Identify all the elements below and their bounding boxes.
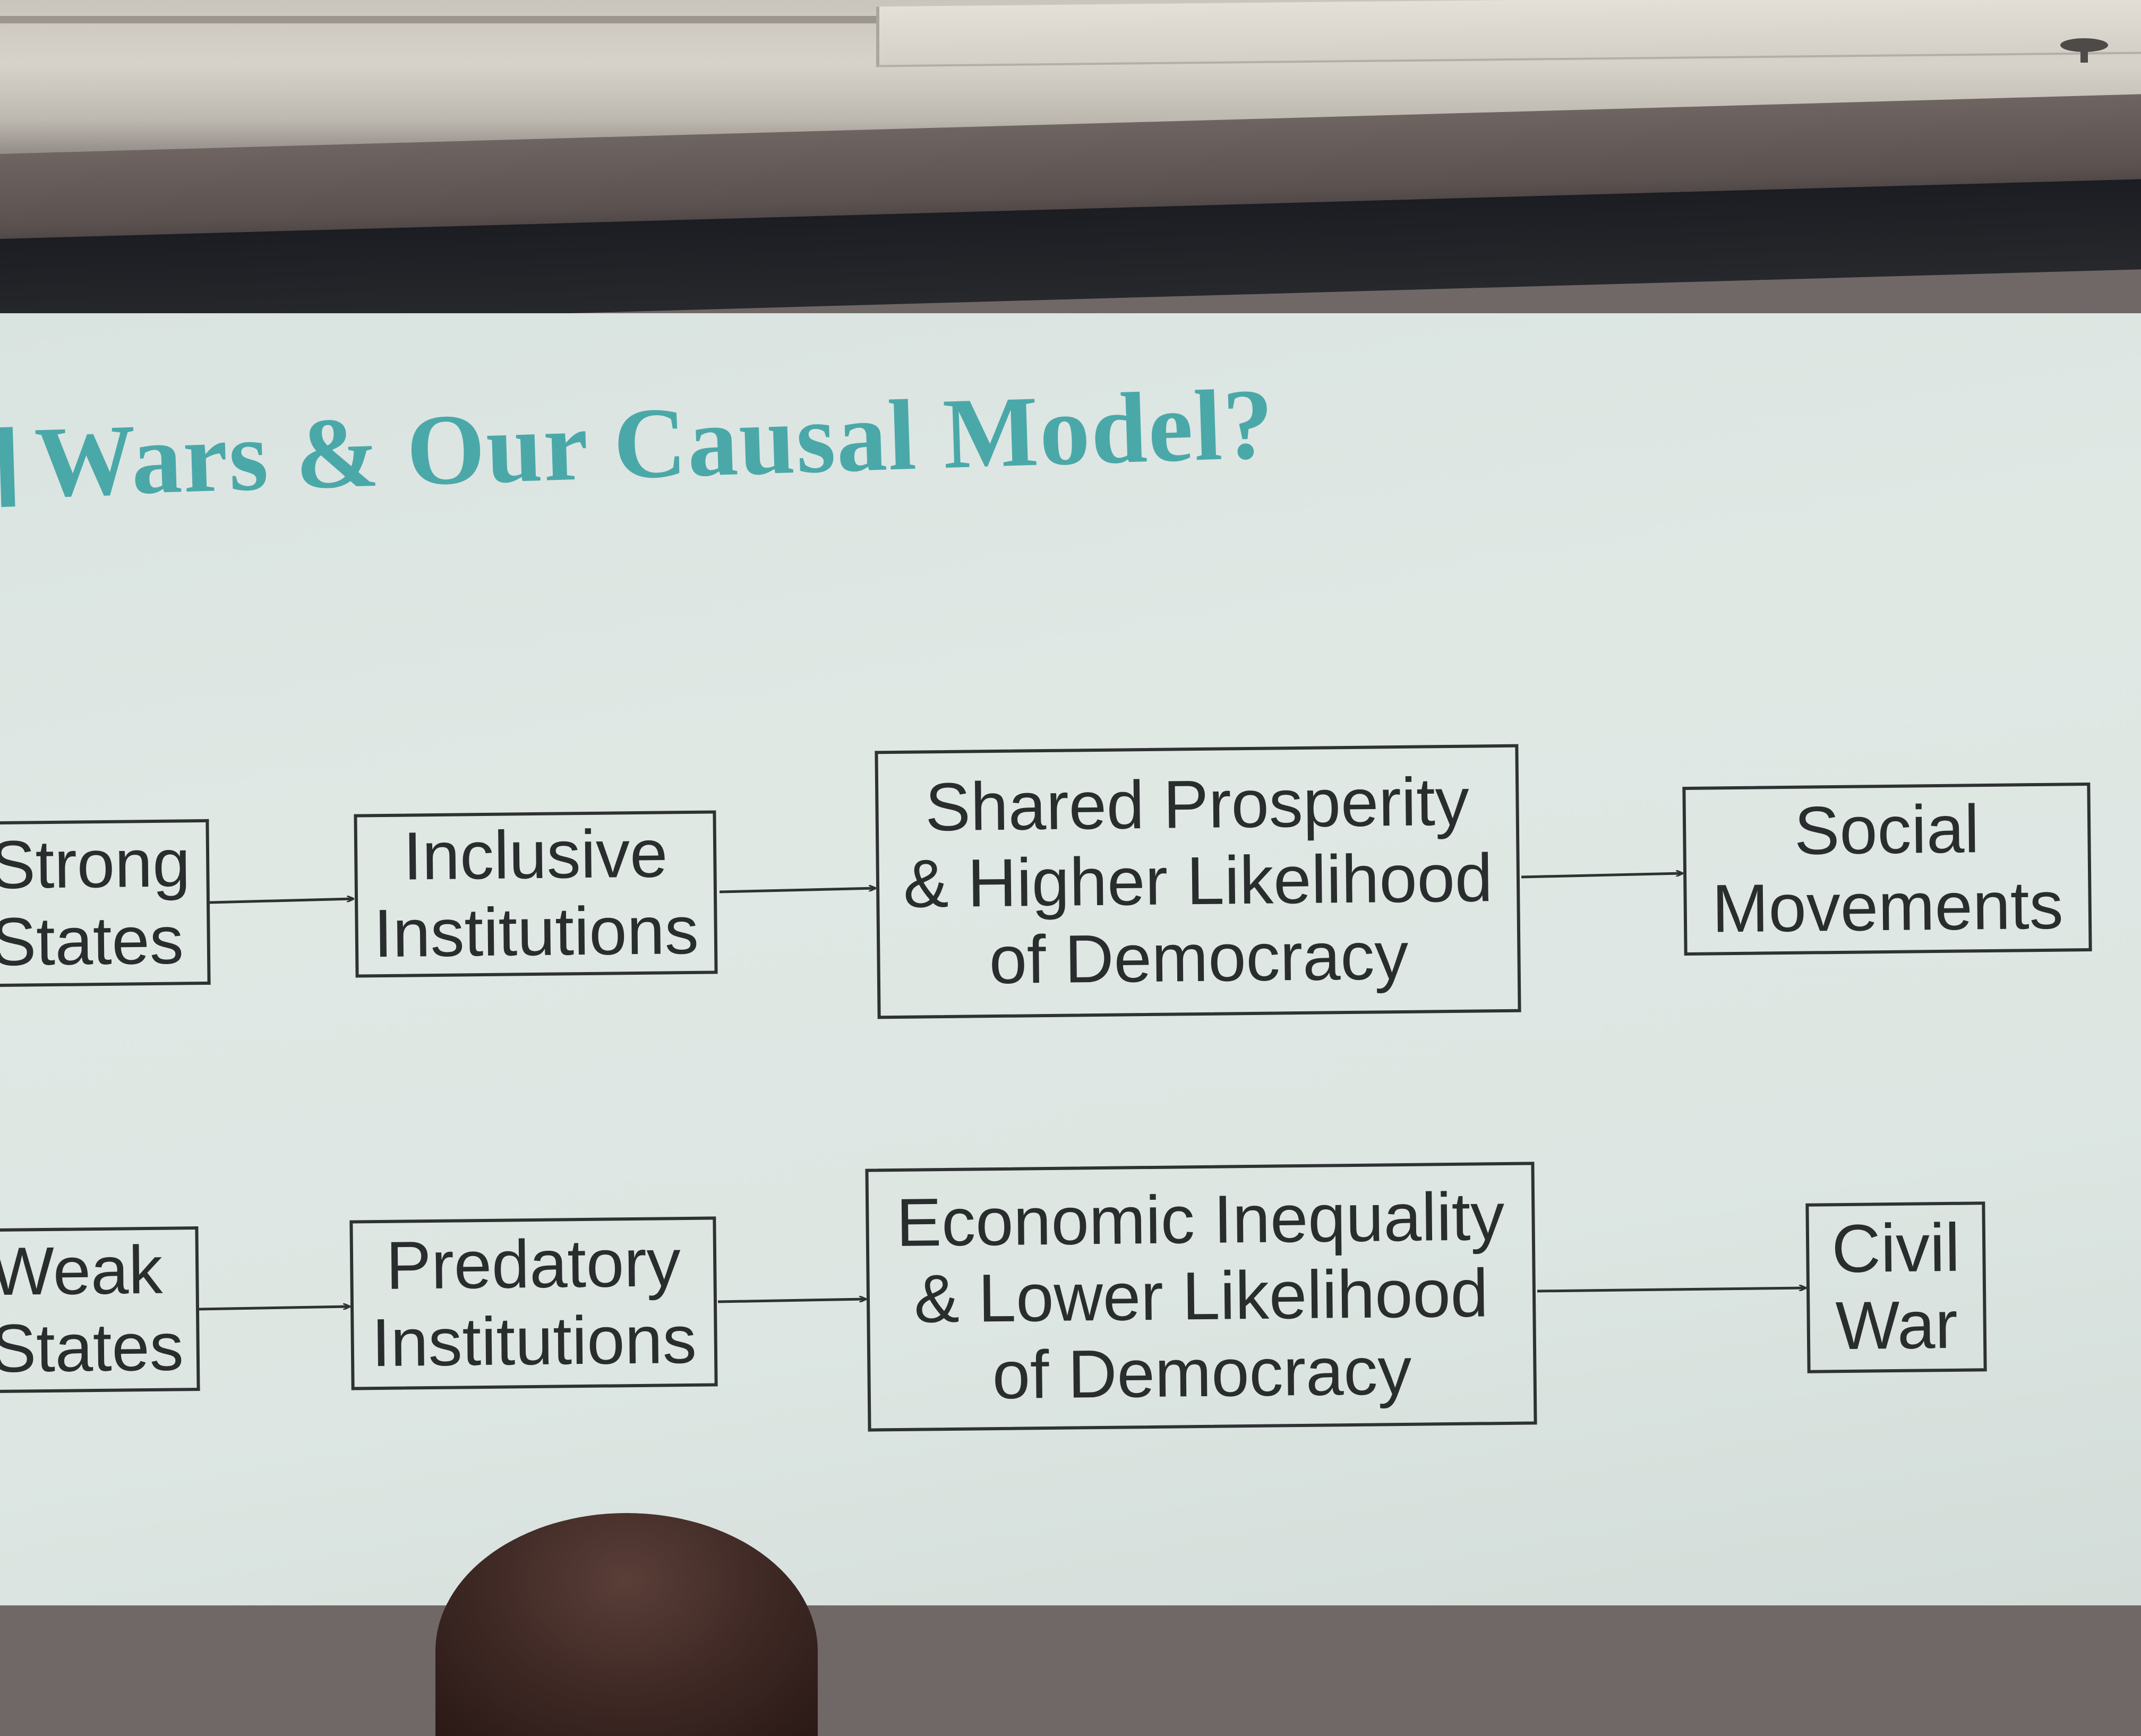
projected-slide (0, 313, 2141, 1605)
node-civil-war-label: Civil War (1831, 1210, 1960, 1364)
arrow-prosperity-to-movements (1521, 873, 1682, 879)
arrow-predatory-to-inequality (717, 1299, 866, 1303)
node-shared-prosperity: Shared Prosperity & Higher Likelihood of… (875, 744, 1521, 1019)
node-weak-states: Weak States (0, 1226, 200, 1394)
node-inclusive-institutions-label: Inclusive Institutions (373, 815, 699, 972)
node-weak-states-label: Weak States (0, 1232, 184, 1387)
node-civil-war: Civil War (1805, 1201, 1987, 1373)
node-predatory-institutions-label: Predatory Institutions (371, 1225, 697, 1381)
node-shared-prosperity-label: Shared Prosperity & Higher Likelihood of… (903, 763, 1493, 998)
node-social-movements: Social Movements (1682, 782, 2092, 956)
node-economic-inequality: Economic Inequality & Lower Likelihood o… (865, 1162, 1537, 1432)
ceiling-trim (0, 16, 903, 23)
ceiling-light-stem (2080, 51, 2088, 63)
node-inclusive-institutions: Inclusive Institutions (354, 810, 718, 978)
arrow-strong-to-inclusive (209, 899, 353, 904)
ceiling-light-fixture (2060, 38, 2108, 52)
arrow-weak-to-predatory (199, 1307, 349, 1311)
node-predatory-institutions: Predatory Institutions (349, 1216, 718, 1390)
arrow-inequality-to-civil-war (1537, 1288, 1805, 1293)
diagram-arrows (199, 0, 2141, 1311)
node-strong-states: Strong States (0, 819, 211, 987)
arrow-inclusive-to-prosperity (719, 888, 875, 893)
node-social-movements-label: Social Movements (1711, 791, 2064, 947)
node-strong-states-label: Strong States (0, 825, 191, 981)
node-economic-inequality-label: Economic Inequality & Lower Likelihood o… (896, 1178, 1505, 1413)
